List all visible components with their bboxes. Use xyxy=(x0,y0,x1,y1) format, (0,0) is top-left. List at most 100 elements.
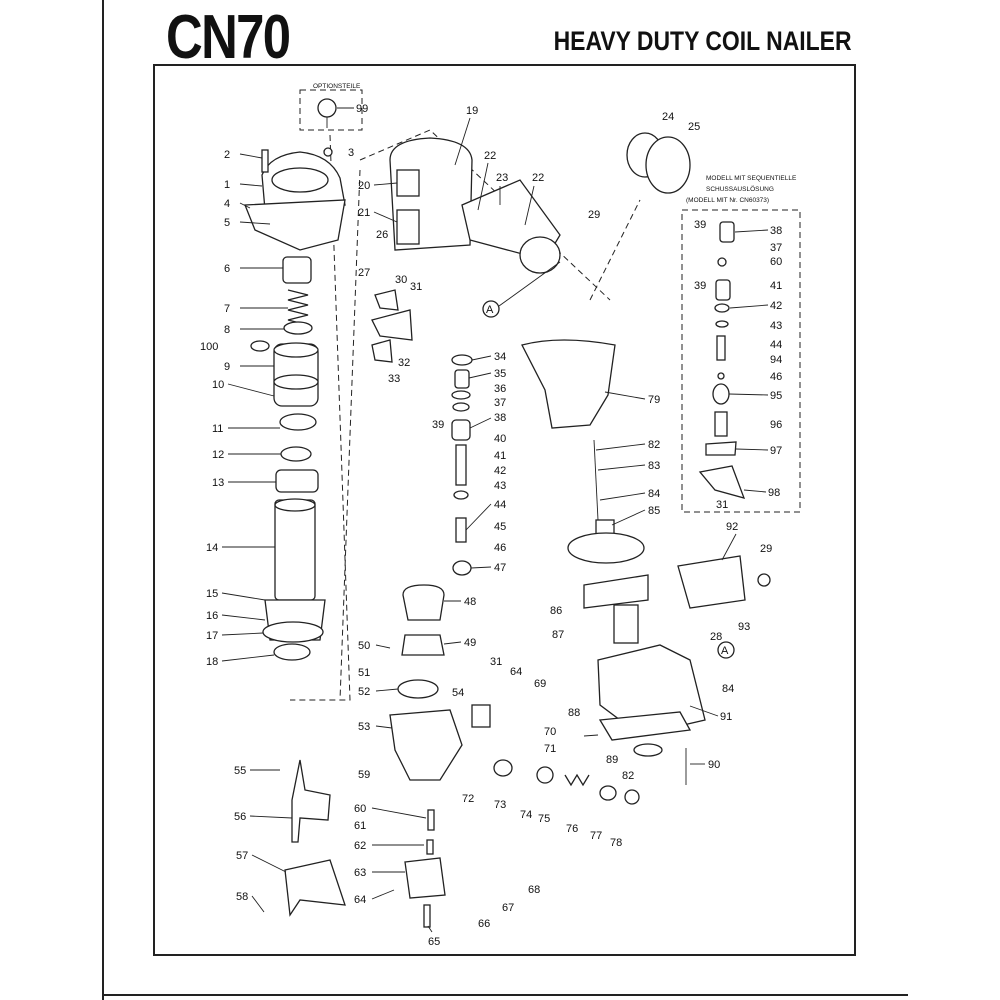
callout: 22 xyxy=(484,150,496,162)
callout: 47 xyxy=(494,562,506,574)
callout: 92 xyxy=(726,521,738,533)
callout: 97 xyxy=(770,445,782,457)
callout: 46 xyxy=(494,542,506,554)
callout: 44 xyxy=(770,339,782,351)
part-callouts: 99 3 2 1 4 5 6 7 8 100 9 10 11 12 13 14 … xyxy=(200,103,782,948)
callout: 25 xyxy=(688,121,700,133)
sequential-trigger-detail xyxy=(698,221,746,499)
callout: 26 xyxy=(376,229,388,241)
callout: 95 xyxy=(770,390,782,402)
drive-assembly xyxy=(389,679,640,805)
valve-stack xyxy=(250,256,326,661)
callout: 19 xyxy=(466,105,478,117)
callout: 51 xyxy=(358,667,370,679)
callout: 12 xyxy=(212,449,224,461)
callout: 30 xyxy=(395,274,407,286)
callout: 41 xyxy=(770,280,782,292)
callout: 1 xyxy=(224,179,230,191)
callout: 79 xyxy=(648,394,660,406)
callout: 65 xyxy=(428,936,440,948)
callout: 91 xyxy=(720,711,732,723)
callout: 6 xyxy=(224,263,230,275)
callout: 39 xyxy=(694,280,706,292)
cylinder-cap xyxy=(244,149,346,251)
optional-parts-note: OPTIONSTEILE xyxy=(313,83,361,90)
callout: 23 xyxy=(496,172,508,184)
callout: 76 xyxy=(566,823,578,835)
adjuster-parts xyxy=(404,809,446,928)
callout: 61 xyxy=(354,820,366,832)
callout: 55 xyxy=(234,765,246,777)
callout: 16 xyxy=(206,610,218,622)
callout: 44 xyxy=(494,499,506,511)
sequential-note-line3: (MODELL MIT Nr. CN60373) xyxy=(686,197,769,204)
callout: 34 xyxy=(494,351,506,363)
callout: 31 xyxy=(490,656,502,668)
callout: 7 xyxy=(224,303,230,315)
page-bottom-rule xyxy=(102,994,908,996)
magazine-latch xyxy=(677,555,771,609)
callout: 53 xyxy=(358,721,370,733)
callout: 33 xyxy=(388,373,400,385)
magazine-cover xyxy=(521,339,649,644)
callout: 94 xyxy=(770,354,782,366)
callout: 75 xyxy=(538,813,550,825)
callout: 99 xyxy=(356,103,368,115)
callout: 68 xyxy=(528,884,540,896)
sequential-note-line1: MODELL MIT SEQUENTIELLE xyxy=(706,175,797,182)
callout: 100 xyxy=(200,341,218,353)
callout: 4 xyxy=(224,198,230,210)
callout: 29 xyxy=(588,209,600,221)
callout: 39 xyxy=(694,219,706,231)
callout: 27 xyxy=(358,267,370,279)
callout: 70 xyxy=(544,726,556,738)
callout: 98 xyxy=(768,487,780,499)
callout: 87 xyxy=(552,629,564,641)
callout: 11 xyxy=(212,423,223,435)
callout: 15 xyxy=(206,588,218,600)
contact-arm xyxy=(284,759,346,917)
callout: 60 xyxy=(354,803,366,815)
nose-body xyxy=(597,644,706,785)
callout: 14 xyxy=(206,542,218,554)
callout: 86 xyxy=(550,605,562,617)
diagram-subtitle: HEAVY DUTY COIL NAILER xyxy=(554,26,852,56)
reference-marker-a: A A xyxy=(482,300,735,659)
callout: 46 xyxy=(770,371,782,383)
callout: 84 xyxy=(722,683,734,695)
callout: 72 xyxy=(462,793,474,805)
callout: 82 xyxy=(622,770,634,782)
callout: 85 xyxy=(648,505,660,517)
callout: 18 xyxy=(206,656,218,668)
diagram-frame xyxy=(153,64,856,956)
callout: 54 xyxy=(452,687,464,699)
callout: 45 xyxy=(494,521,506,533)
callout: 74 xyxy=(520,809,532,821)
callout: 49 xyxy=(464,637,476,649)
callout: 10 xyxy=(212,379,224,391)
callout: 64 xyxy=(354,894,366,906)
callout: 67 xyxy=(502,902,514,914)
callout: 21 xyxy=(358,207,370,219)
callout: 9 xyxy=(224,361,230,373)
page-left-rule xyxy=(102,0,104,1000)
callout: 42 xyxy=(494,465,506,477)
callout: 60 xyxy=(770,256,782,268)
callout: 35 xyxy=(494,368,506,380)
callout: 31 xyxy=(410,281,422,293)
callout: 88 xyxy=(568,707,580,719)
callout: 17 xyxy=(206,630,218,642)
leader-lines xyxy=(221,107,769,933)
main-body xyxy=(389,137,561,274)
callout: 96 xyxy=(770,419,782,431)
callout: 62 xyxy=(354,840,366,852)
callout: 20 xyxy=(358,180,370,192)
callout: 24 xyxy=(662,111,674,123)
callout: 28 xyxy=(710,631,722,643)
callout: 73 xyxy=(494,799,506,811)
callout: 42 xyxy=(770,300,782,312)
svg-text:A: A xyxy=(721,645,729,657)
callout: 78 xyxy=(610,837,622,849)
callout: 52 xyxy=(358,686,370,698)
